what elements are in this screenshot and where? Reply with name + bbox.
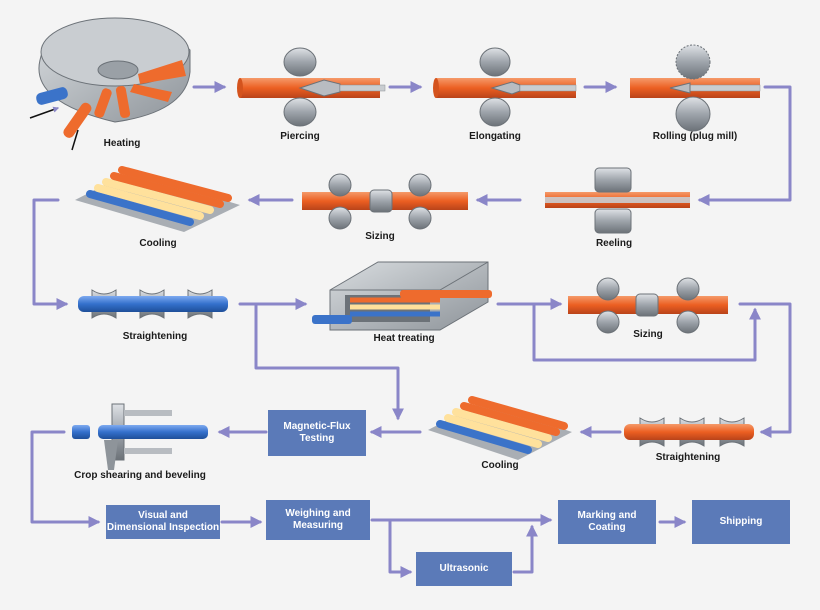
label-elongating: Elongating (469, 131, 521, 142)
label-heating: Heating (104, 138, 141, 149)
arrow-bypass-magnetic (254, 302, 404, 421)
arrow-rolling-reeling (697, 85, 792, 206)
straightener-icon-2 (624, 417, 754, 447)
elongating-mill-icon (433, 47, 577, 127)
label-piercing: Piercing (280, 131, 319, 142)
arrow-cooling-straightening (32, 198, 69, 310)
label-crop-shearing: Crop shearing and beveling (74, 470, 206, 481)
label-straightening-1: Straightening (123, 331, 187, 342)
weighing-box: Weighing and Measuring (266, 500, 370, 540)
arrow-bypass-sizing (532, 302, 761, 362)
label-heat-treating: Heat treating (373, 333, 434, 344)
magnetic-flux-line-2: Testing (299, 433, 335, 444)
sizing-mill-icon-2 (568, 277, 728, 334)
label-sizing-2: Sizing (633, 329, 662, 340)
magnetic-flux-box: Magnetic-Flux Testing (268, 410, 366, 456)
weighing-line-1: Weighing and (285, 508, 351, 519)
label-rolling: Rolling (plug mill) (653, 131, 737, 142)
magnetic-flux-line-1: Magnetic-Flux (283, 421, 351, 432)
straightener-icon (78, 289, 228, 319)
weighing-line-2: Measuring (292, 520, 343, 531)
label-straightening-2: Straightening (656, 452, 720, 463)
cooling-bed-icon (75, 166, 240, 232)
visual-inspection-box: Visual and Dimensional Inspection (106, 505, 220, 539)
arrow-crop-visual (30, 430, 101, 528)
flow-arrows (30, 81, 792, 578)
visual-inspection-line-2: Dimensional Inspection (106, 522, 220, 533)
label-cooling-2: Cooling (481, 460, 518, 471)
rotary-furnace-icon (29, 17, 191, 151)
sizing-mill-icon (302, 173, 468, 230)
marking-box: Marking and Coating (558, 500, 656, 544)
piercing-mill-icon (237, 47, 386, 127)
marking-line-2: Coating (588, 522, 626, 533)
label-cooling-1: Cooling (139, 238, 176, 249)
ultrasonic-box: Ultrasonic (416, 552, 512, 586)
crop-shear-icon (72, 403, 208, 470)
visual-inspection-line-1: Visual and (138, 510, 188, 521)
arrow-weighing-ultrasonic (388, 518, 413, 578)
cooling-bed-icon-2 (428, 396, 572, 460)
label-reeling: Reeling (596, 238, 632, 249)
plug-mill-icon (630, 44, 761, 132)
shipping-box: Shipping (692, 500, 790, 544)
label-sizing-1: Sizing (365, 231, 394, 242)
shipping-label: Shipping (719, 516, 763, 527)
ultrasonic-label: Ultrasonic (439, 563, 489, 574)
arrow-sizing-straightening (738, 302, 792, 438)
heat-treating-furnace-icon (312, 261, 492, 331)
marking-line-1: Marking and (577, 510, 637, 521)
reeling-mill-icon (545, 167, 690, 234)
arrow-ultrasonic-marking (512, 524, 538, 574)
